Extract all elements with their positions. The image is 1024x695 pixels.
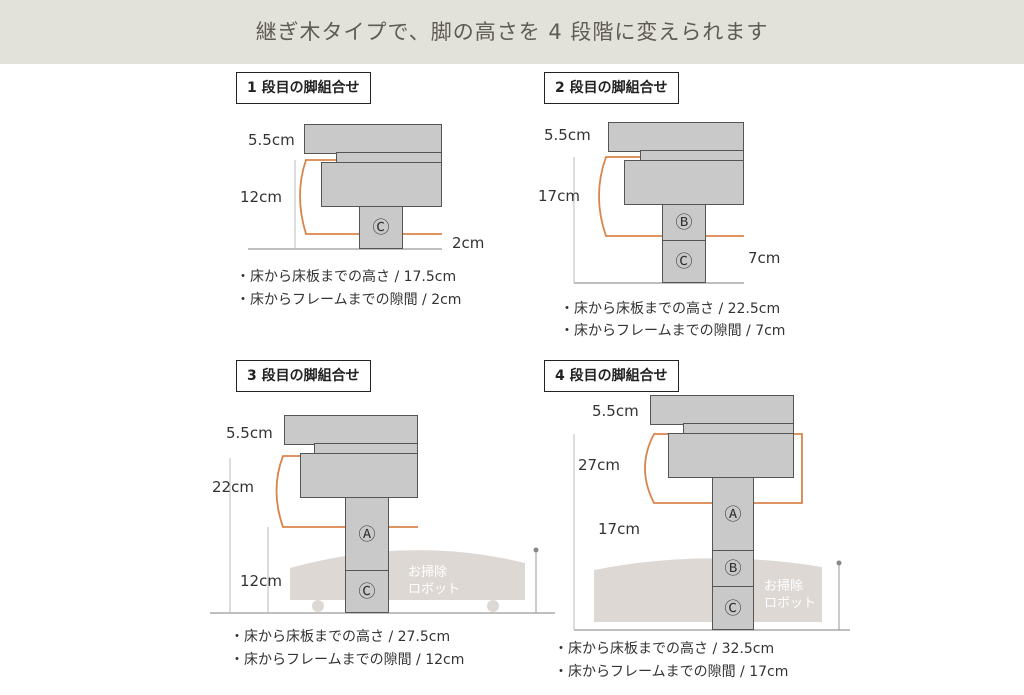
- panel-1-heading: 1 段目の脚組合せ: [236, 72, 371, 104]
- panel-1-note-1: ・床から床板までの高さ / 17.5cm: [236, 269, 457, 285]
- panel-4-leg-b: Ⓑ: [712, 550, 754, 587]
- panel-2-heading: 2 段目の脚組合せ: [544, 72, 679, 104]
- panel-2-leg-c: Ⓒ: [662, 240, 706, 283]
- panel-1-lines: [248, 159, 442, 250]
- panel-1-leg-c: Ⓒ: [359, 206, 403, 249]
- panel-1-note-2: ・床からフレームまでの隙間 / 2cm: [236, 292, 462, 308]
- panel-4-note-1: ・床から床板までの高さ / 32.5cm: [554, 641, 775, 657]
- panel-1-height-label: 12cm: [240, 188, 282, 206]
- panel-3-gap-label: 12cm: [240, 572, 282, 590]
- panel-1-frame: [321, 162, 442, 207]
- robot-wheel: [312, 600, 324, 612]
- panel-2-frame: [624, 160, 744, 205]
- panel-3-board-label: 5.5cm: [226, 424, 273, 442]
- panel-4-note-2: ・床からフレームまでの隙間 / 17cm: [554, 664, 789, 680]
- panel-4-height-label: 27cm: [578, 456, 620, 474]
- panel-2-note-2: ・床からフレームまでの隙間 / 7cm: [560, 323, 786, 339]
- panel-3-robot-label: お掃除 ロボット: [408, 565, 461, 597]
- panel-3-top-board: [284, 415, 418, 445]
- panel-4-gap-label: 17cm: [598, 520, 640, 538]
- panel-4-frame: [668, 433, 794, 478]
- robot-wheel: [487, 600, 499, 612]
- panel-1-gap-label: 2cm: [452, 234, 485, 252]
- panel-2-gap-label: 7cm: [748, 249, 781, 267]
- robot-height-marker: [533, 547, 539, 553]
- panel-2-lines: [573, 156, 744, 284]
- panel-3-note-2: ・床からフレームまでの隙間 / 12cm: [230, 652, 465, 668]
- robot-body: [594, 558, 822, 622]
- panel-1-top-board: [304, 124, 442, 154]
- panel-3-leg-c: Ⓒ: [345, 570, 389, 613]
- panel-4-leg-c: Ⓒ: [712, 586, 754, 630]
- title-banner: [0, 0, 1024, 64]
- panel-3-leg-a: Ⓐ: [345, 497, 389, 571]
- robot-height-marker: [836, 560, 842, 566]
- frame-outline-right: [754, 433, 803, 504]
- panel-2-board-label: 5.5cm: [544, 126, 591, 144]
- panel-2-leg-b: Ⓑ: [662, 204, 706, 241]
- panel-4-board-label: 5.5cm: [592, 402, 639, 420]
- panel-4-robot-label: お掃除 ロボット: [764, 579, 817, 611]
- panel-3-note-1: ・床から床板までの高さ / 27.5cm: [230, 629, 451, 645]
- frame-outline: [644, 433, 712, 504]
- panel-3-frame: [300, 453, 418, 498]
- panel-2-height-label: 17cm: [538, 187, 580, 205]
- frame-outline: [598, 156, 744, 237]
- panel-3-height-label: 22cm: [212, 478, 254, 496]
- frame-outline: [275, 455, 418, 528]
- panel-4-top-board: [650, 395, 794, 425]
- panel-4-heading: 4 段目の脚組合せ: [544, 360, 679, 392]
- panel-1-board-label: 5.5cm: [248, 131, 295, 149]
- panel-3-heading: 3 段目の脚組合せ: [236, 360, 371, 392]
- panel-2-note-1: ・床から床板までの高さ / 22.5cm: [560, 301, 781, 317]
- panel-4-lines: [573, 433, 850, 631]
- panel-2-top-board: [608, 122, 744, 152]
- page-title: 継ぎ木タイプで、脚の高さを 4 段階に変えられます: [255, 20, 769, 44]
- panel-4-leg-a: Ⓐ: [712, 477, 754, 551]
- frame-outline: [299, 159, 442, 235]
